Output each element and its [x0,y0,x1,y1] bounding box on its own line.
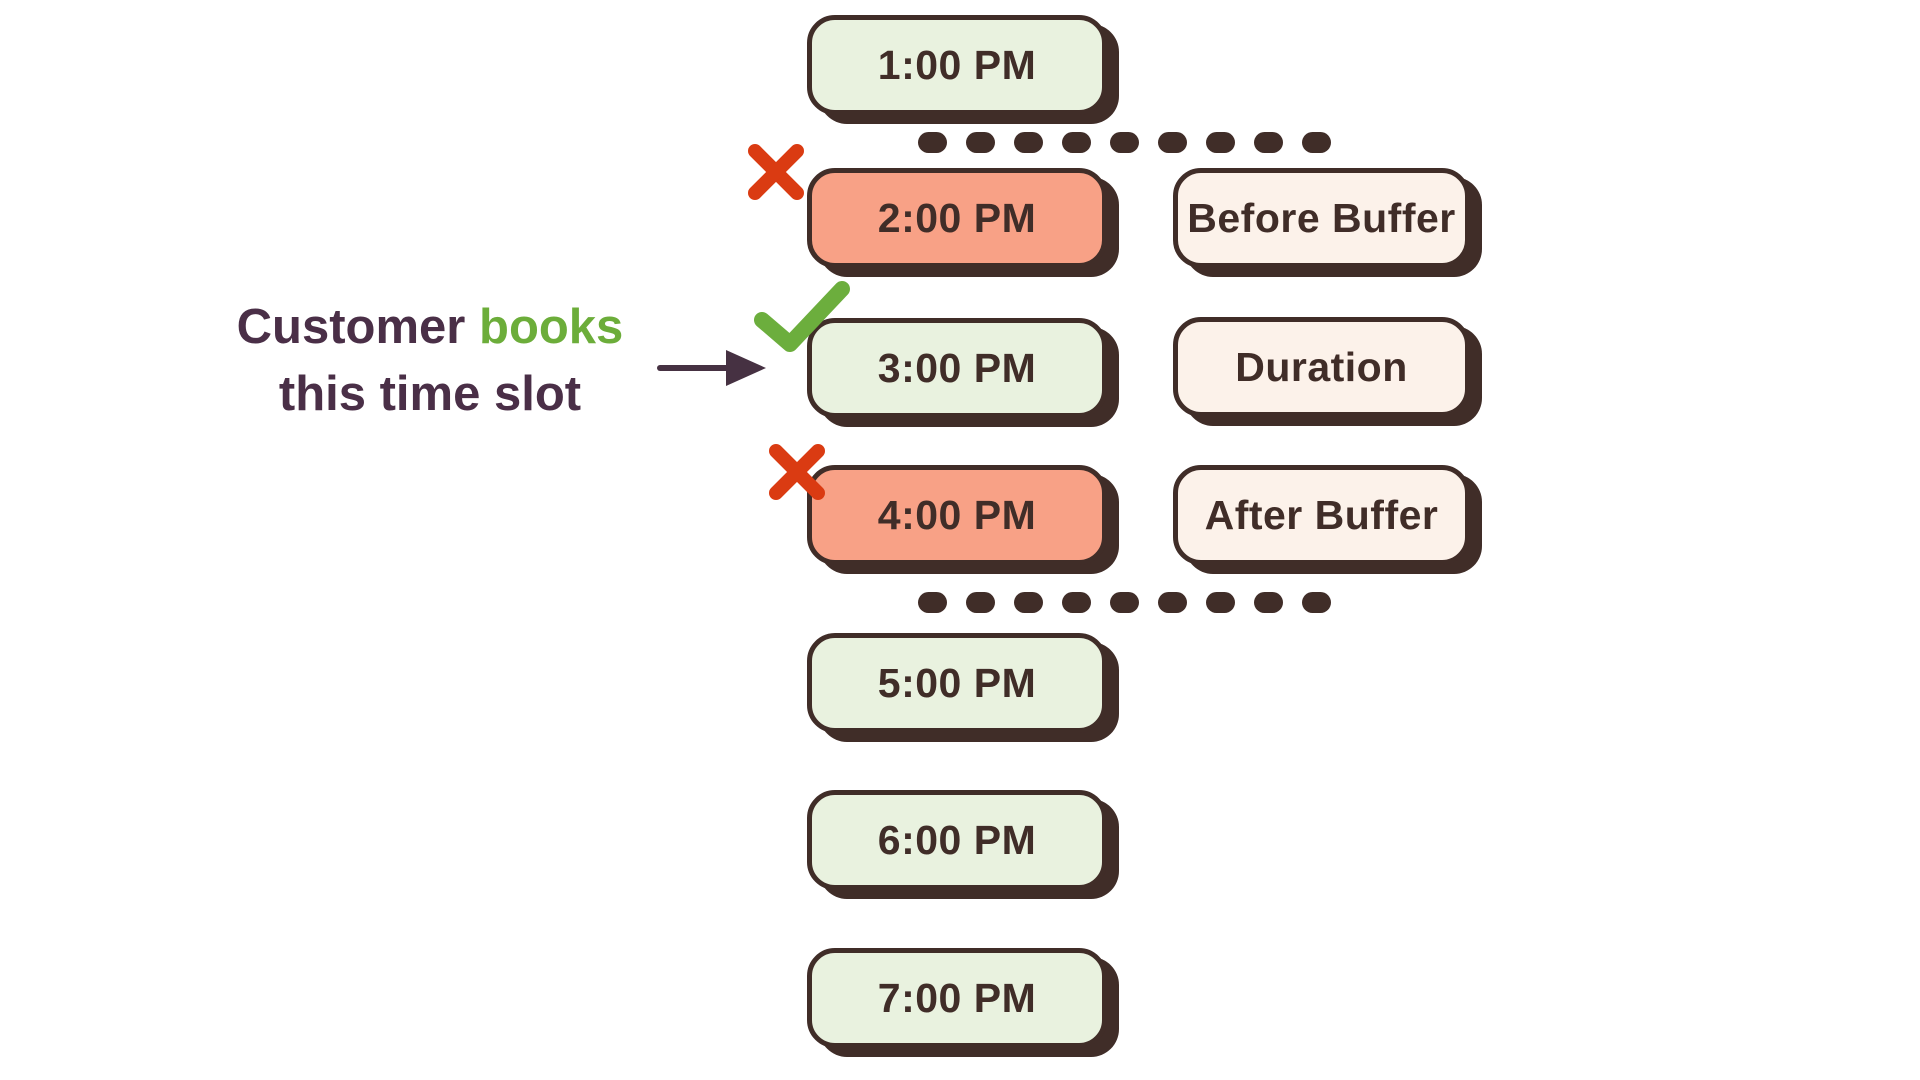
label-after-buffer: After Buffer [1173,465,1470,565]
dotted-separator-top [918,132,1350,153]
x-icon [769,444,825,500]
label-duration: Duration [1173,317,1470,417]
time-slot-3pm[interactable]: 3:00 PM [807,318,1107,418]
side-label-text: After Buffer [1204,491,1439,538]
dot [1254,132,1283,153]
dot [1158,592,1187,613]
annotation-customer: Customer [236,300,466,354]
dot [966,132,995,153]
side-label-text: Before Buffer [1187,194,1456,241]
dotted-separator-bottom [918,592,1350,613]
dot [918,132,947,153]
dot [1206,592,1235,613]
time-slot-5pm[interactable]: 5:00 PM [807,633,1107,733]
dot [1110,132,1139,153]
dot [1254,592,1283,613]
time-slot-4pm[interactable]: 4:00 PM [807,465,1107,565]
dot [1110,592,1139,613]
annotation-line1: Customer books [170,294,690,361]
dot [1302,132,1331,153]
time-slot-label: 3:00 PM [877,344,1037,391]
dot [1158,132,1187,153]
annotation-line2: this time slot [278,367,582,421]
dot [1062,592,1091,613]
time-slot-label: 5:00 PM [877,659,1037,706]
time-slot-2pm[interactable]: 2:00 PM [807,168,1107,268]
dot [1206,132,1235,153]
check-icon [754,281,850,352]
x-icon [748,144,804,200]
arrow-right-icon [657,350,766,386]
dot [1302,592,1331,613]
time-slot-label: 6:00 PM [877,816,1037,863]
label-before-buffer: Before Buffer [1173,168,1470,268]
time-slot-7pm[interactable]: 7:00 PM [807,948,1107,1048]
dot [966,592,995,613]
annotation-text: Customer books this time slot [170,294,690,428]
dot [1014,592,1043,613]
annotation-books: books [479,300,624,354]
dot [1014,132,1043,153]
time-slot-6pm[interactable]: 6:00 PM [807,790,1107,890]
time-slot-label: 2:00 PM [877,194,1037,241]
time-slot-label: 1:00 PM [877,41,1037,88]
time-slot-1pm[interactable]: 1:00 PM [807,15,1107,115]
side-label-text: Duration [1235,343,1408,390]
dot [1062,132,1091,153]
dot [918,592,947,613]
time-slot-label: 7:00 PM [877,974,1037,1021]
time-slot-label: 4:00 PM [877,491,1037,538]
